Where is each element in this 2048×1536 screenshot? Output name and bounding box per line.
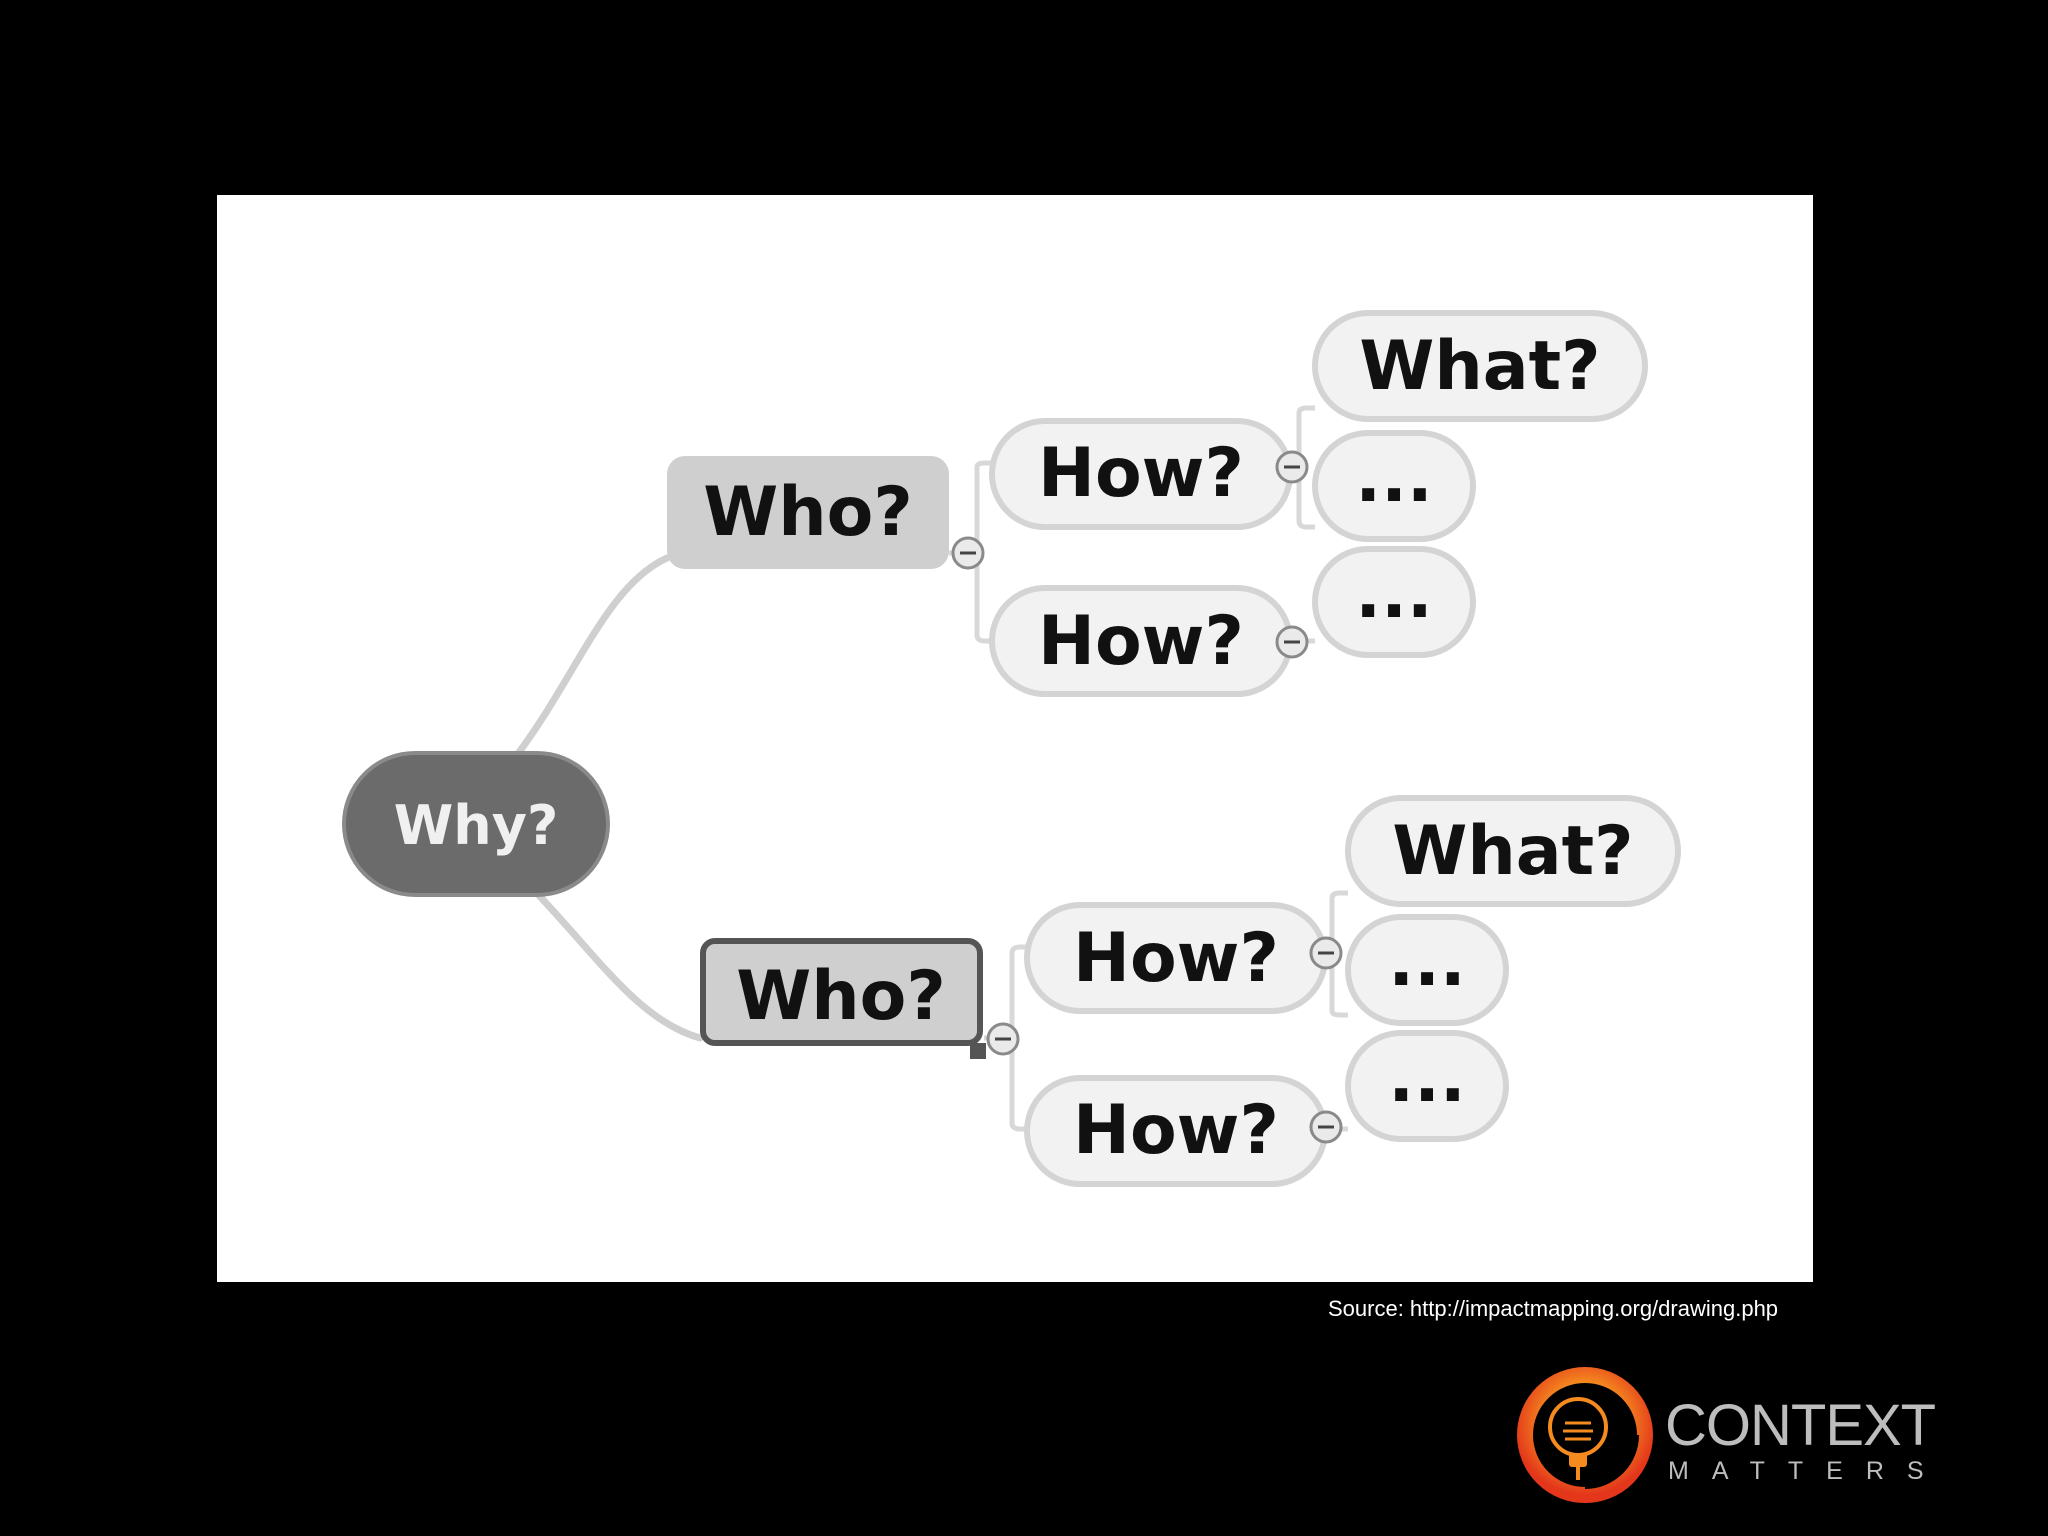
collapse-icon-actor-2[interactable]	[986, 1022, 1020, 1056]
impact-node-1-2-label: How?	[1038, 602, 1244, 681]
impact-node-1-2[interactable]: How?	[989, 585, 1293, 697]
connectors	[513, 554, 704, 1042]
bulb-logo-icon	[1517, 1367, 1653, 1503]
deliverable-node-1-1-1-label: What?	[1359, 327, 1600, 406]
deliverable-node-1-1-2[interactable]: ...	[1312, 430, 1476, 542]
impact-node-2-1[interactable]: How?	[1024, 902, 1328, 1014]
collapse-icon-impact-1-2[interactable]	[1275, 625, 1309, 659]
impact-node-1-1-label: How?	[1038, 434, 1244, 513]
resize-handle[interactable]	[970, 1043, 986, 1059]
collapse-icon-impact-2-1[interactable]	[1309, 936, 1343, 970]
context-matters-logo: CONTEXT MATTERS	[1515, 1365, 1955, 1505]
impact-node-2-1-label: How?	[1073, 919, 1279, 998]
source-caption: Source: http://impactmapping.org/drawing…	[1328, 1296, 1779, 1321]
actor-node-2-label: Who?	[736, 957, 946, 1036]
deliverable-node-2-1-1-label: What?	[1392, 812, 1633, 891]
deliverable-node-1-2-1-label: ...	[1355, 555, 1433, 634]
connector-root-actor-2	[525, 881, 704, 1042]
impact-node-2-2-label: How?	[1073, 1091, 1279, 1170]
actor-node-2-selected[interactable]: Who?	[700, 938, 986, 1059]
logo-wordmark-context: CONTEXT	[1665, 1393, 1936, 1458]
deliverable-node-2-1-1[interactable]: What?	[1345, 795, 1681, 907]
collapse-icon-impact-1-1[interactable]	[1275, 450, 1309, 484]
connector-root-actor-1	[513, 554, 671, 759]
logo-wordmark-matters: MATTERS	[1668, 1457, 1947, 1485]
deliverable-node-2-2-1-label: ...	[1388, 1039, 1466, 1118]
deliverable-node-1-1-1[interactable]: What?	[1312, 310, 1648, 422]
impact-node-1-1[interactable]: How?	[989, 418, 1293, 530]
root-node[interactable]: Why?	[342, 751, 610, 897]
impact-node-2-2[interactable]: How?	[1024, 1075, 1328, 1187]
impact-map-panel: Why? Who? Who? How? How?	[217, 195, 1813, 1282]
collapse-icon-impact-2-2[interactable]	[1309, 1110, 1343, 1144]
actor-node-1-label: Who?	[703, 473, 913, 552]
deliverable-node-1-2-1[interactable]: ...	[1312, 546, 1476, 658]
actor-node-1[interactable]: Who?	[667, 456, 949, 569]
deliverable-node-1-1-2-label: ...	[1355, 439, 1433, 518]
collapse-icon-actor-1[interactable]	[951, 536, 985, 570]
impact-map-diagram: Why? Who? Who? How? How?	[342, 310, 1681, 1187]
root-node-label: Why?	[394, 794, 559, 857]
deliverable-node-2-1-2-label: ...	[1388, 923, 1466, 1002]
deliverable-node-2-2-1[interactable]: ...	[1345, 1030, 1509, 1142]
deliverable-node-2-1-2[interactable]: ...	[1345, 914, 1509, 1026]
